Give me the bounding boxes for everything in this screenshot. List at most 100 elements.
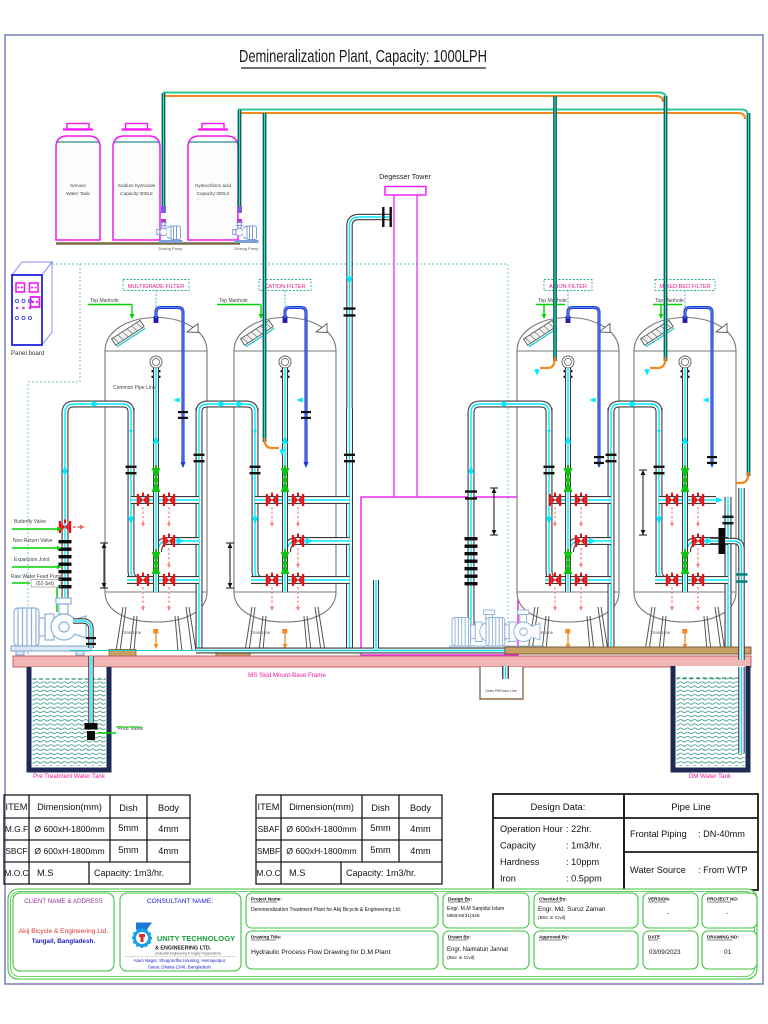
svg-text:Dosing Pump: Dosing Pump <box>158 246 183 251</box>
svg-text:M.O.C: M.O.C <box>4 868 28 878</box>
svg-text:Ø 600xH-1800mm: Ø 600xH-1800mm <box>286 824 356 834</box>
svg-text:MULTIGRADE FILTER: MULTIGRADE FILTER <box>128 284 185 290</box>
svg-text:Non-Return Valve: Non-Return Valve <box>13 538 53 544</box>
svg-text:Top Manhole: Top Manhole <box>538 298 567 304</box>
svg-text:: 1m3/hr.: : 1m3/hr. <box>566 841 602 851</box>
svg-text:Dish: Dish <box>119 803 137 813</box>
svg-text:Body: Body <box>410 803 431 813</box>
svg-text:Alam Nagor, Shugondha Housing,: Alam Nagor, Shugondha Housing, Hemayetpu… <box>134 958 227 963</box>
svg-text:Top Manhole: Top Manhole <box>655 298 684 304</box>
svg-text:CONSULTANT NAME:: CONSULTANT NAME: <box>147 898 213 905</box>
svg-text:5mm: 5mm <box>370 823 391 833</box>
svg-text:Pre Treatment Water Tank: Pre Treatment Water Tank <box>33 773 106 780</box>
svg-text:Hydrochloric acid: Hydrochloric acid <box>195 183 231 188</box>
svg-text:Capacity: 1m3/hr.: Capacity: 1m3/hr. <box>94 868 164 878</box>
svg-text:VERSION:: VERSION: <box>648 897 671 902</box>
svg-text:Frontal Piping: Frontal Piping <box>630 829 687 839</box>
svg-text:: 22hr.: : 22hr. <box>566 824 592 834</box>
svg-text:Body: Body <box>158 803 179 813</box>
svg-text:Water Tank: Water Tank <box>66 191 90 196</box>
svg-text:CLIENT NAME & ADDRESS: CLIENT NAME & ADDRESS <box>24 898 103 905</box>
svg-text:Sodium hydroxide: Sodium hydroxide <box>118 183 156 188</box>
svg-text:Drain Line: Drain Line <box>251 630 271 635</box>
svg-text:Akij Bicycle & Engineering Ltd: Akij Bicycle & Engineering Ltd. <box>19 928 109 935</box>
svg-text:Demineralization Treatment Pla: Demineralization Treatment Plant for Aki… <box>251 907 401 913</box>
svg-text:Service: Service <box>70 183 86 188</box>
svg-text:M.G.F: M.G.F <box>5 824 28 834</box>
svg-text:Foot Valve: Foot Valve <box>118 726 143 732</box>
svg-text:Engr. Naimatun Jannat: Engr. Naimatun Jannat <box>447 947 508 953</box>
svg-text:Top Manhole: Top Manhole <box>90 298 119 304</box>
svg-text:Operation Hour: Operation Hour <box>500 824 563 834</box>
svg-text:SMBF: SMBF <box>257 846 280 856</box>
svg-text:Drain Line: Drain Line <box>651 630 671 635</box>
svg-text:Drawn By:: Drawn By: <box>448 935 471 940</box>
svg-text:Dosing Pump: Dosing Pump <box>234 246 259 251</box>
svg-text:Butterfly Valve: Butterfly Valve <box>14 519 46 525</box>
svg-text:Savar, Dhaka-1340, Bangladesh.: Savar, Dhaka-1340, Bangladesh. <box>148 965 212 970</box>
svg-text:: 10ppm: : 10ppm <box>566 857 600 867</box>
svg-text:(BSc in Civil): (BSc in Civil) <box>538 915 566 921</box>
svg-text:Tangail, Bangladesh.: Tangail, Bangladesh. <box>32 938 96 945</box>
svg-text:Degesser Tower: Degesser Tower <box>379 172 431 181</box>
svg-text:Ø 600xH-1800mm: Ø 600xH-1800mm <box>286 846 356 856</box>
svg-text:Ø 600xH-1800mm: Ø 600xH-1800mm <box>34 824 104 834</box>
svg-text:(BSc in Civil): (BSc in Civil) <box>447 955 475 961</box>
svg-text:Pipe Line: Pipe Line <box>671 802 711 813</box>
svg-text:DM Water Tank: DM Water Tank <box>689 773 732 780</box>
svg-text:Raw Water Feed Pump: Raw Water Feed Pump <box>11 574 63 580</box>
svg-text:(Industrial Engineering & Supp: (Industrial Engineering & Supply Organiz… <box>155 952 221 956</box>
svg-text:DRAWING NO:: DRAWING NO: <box>707 935 739 940</box>
svg-text:Ø 600xH-1800mm: Ø 600xH-1800mm <box>34 846 104 856</box>
svg-text:: From WTP: : From WTP <box>698 865 748 875</box>
svg-text:MIXED BED FILTER: MIXED BED FILTER <box>659 284 710 290</box>
svg-text:Drain Line: Drain Line <box>534 630 554 635</box>
svg-text:ITEM: ITEM <box>6 802 28 812</box>
svg-text:Dimension(mm): Dimension(mm) <box>289 802 354 812</box>
svg-text:Design By:: Design By: <box>448 897 472 902</box>
svg-text:-: - <box>726 910 728 917</box>
svg-text:03/09/2023: 03/09/2023 <box>649 949 681 956</box>
svg-text:5mm: 5mm <box>118 823 139 833</box>
svg-text:4mm: 4mm <box>410 846 431 856</box>
svg-text:SBCF: SBCF <box>5 846 27 856</box>
svg-text:Engr. M.M Sanjidul Islam: Engr. M.M Sanjidul Islam <box>447 906 504 912</box>
svg-text:Design Data:: Design Data: <box>531 802 586 813</box>
svg-text:4mm: 4mm <box>410 824 431 834</box>
svg-text:(02-Set): (02-Set) <box>36 581 54 587</box>
svg-text:4mm: 4mm <box>158 846 179 856</box>
svg-text:Drain Pit/Drain Line: Drain Pit/Drain Line <box>485 689 516 693</box>
svg-text:5mm: 5mm <box>370 845 391 855</box>
svg-text:Capacity:300Ltr: Capacity:300Ltr <box>197 191 230 196</box>
svg-text:-: - <box>667 910 669 917</box>
svg-text:Iron: Iron <box>500 874 516 884</box>
svg-text:5mm: 5mm <box>118 845 139 855</box>
svg-text:01: 01 <box>724 949 732 956</box>
svg-text:Common Pipe Line: Common Pipe Line <box>113 385 156 391</box>
svg-text:Dish: Dish <box>371 803 389 813</box>
svg-text:: DN-40mm: : DN-40mm <box>698 829 745 839</box>
svg-text:CATION FILTER: CATION FILTER <box>264 284 305 290</box>
svg-text:Hydraulic Process Flow Drawing: Hydraulic Process Flow Drawing for D.M P… <box>251 949 390 956</box>
svg-text:Panel board: Panel board <box>11 350 45 357</box>
svg-text:Expansion Joint: Expansion Joint <box>14 557 50 563</box>
svg-text:Capacity:300Ltr: Capacity:300Ltr <box>120 191 153 196</box>
svg-text:DATE: DATE <box>648 935 660 940</box>
svg-text:M.S: M.S <box>37 868 53 878</box>
svg-text:UNITY TECHNOLOGY: UNITY TECHNOLOGY <box>157 934 235 943</box>
svg-text:Top Manhole: Top Manhole <box>219 298 248 304</box>
svg-text:Hardness: Hardness <box>500 857 540 867</box>
svg-text:Drawing Title:: Drawing Title: <box>251 935 282 940</box>
svg-text:Capacity: 1m3/hr.: Capacity: 1m3/hr. <box>346 868 416 878</box>
svg-text:Dimension(mm): Dimension(mm) <box>37 802 102 812</box>
svg-text:4mm: 4mm <box>158 824 179 834</box>
svg-text:ITEM: ITEM <box>258 802 280 812</box>
svg-text:M.O.C: M.O.C <box>256 868 280 878</box>
svg-text:Demineralization Plant, Capaci: Demineralization Plant, Capacity: 1000LP… <box>239 47 487 66</box>
svg-text:M.S: M.S <box>289 868 305 878</box>
svg-text:ANION FILTER: ANION FILTER <box>549 284 587 290</box>
svg-text:Project Name:: Project Name: <box>251 897 282 902</box>
svg-text:Drain Line: Drain Line <box>122 630 142 635</box>
svg-text:Approved By:: Approved By: <box>539 935 570 940</box>
svg-text:: 0.5ppm: : 0.5ppm <box>566 874 602 884</box>
